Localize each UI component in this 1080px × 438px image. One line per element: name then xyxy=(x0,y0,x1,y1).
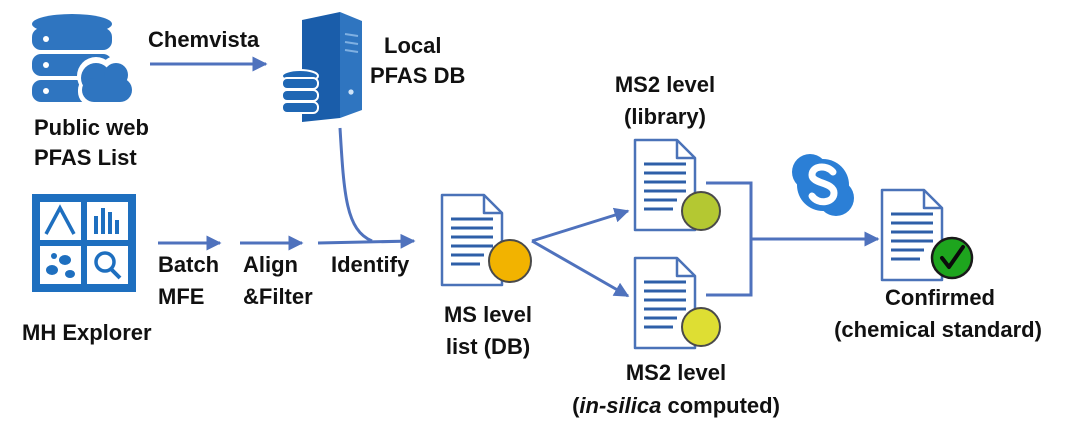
ms2-insilica-open-paren: ( xyxy=(572,393,580,418)
ms2-library-dot xyxy=(681,191,721,231)
ms-level-document-icon xyxy=(440,193,532,287)
local-db-label-line1: Local xyxy=(384,33,442,58)
ms2-library-label-line1: MS2 level xyxy=(614,72,716,97)
ms2-insilica-dot xyxy=(681,307,721,347)
chemvista-label: Chemvista xyxy=(148,27,260,52)
skype-icon xyxy=(792,154,854,216)
identify-label: Identify xyxy=(331,252,410,277)
identify-arrow xyxy=(317,233,416,249)
ms2-insilica-label-line2: (in-silica computed) xyxy=(546,391,806,421)
mh-explorer-label: MH Explorer xyxy=(22,320,152,345)
to-ms2-insilica-arrow xyxy=(531,239,630,298)
connectors xyxy=(150,56,880,298)
ms2-library-document-icon xyxy=(633,138,721,232)
confirmed-label-line1: Confirmed xyxy=(885,285,995,310)
confirmed-label-line2: (chemical standard) xyxy=(834,317,1042,342)
ms-level-label-line2: list (DB) xyxy=(445,334,531,359)
public-web-label-line2: PFAS List xyxy=(34,145,137,170)
server-database-icon xyxy=(281,12,362,122)
public-web-label-line1: Public web xyxy=(34,115,149,140)
batch-label-line1: Batch xyxy=(158,252,220,277)
batch-label-line2: MFE xyxy=(158,284,205,309)
ms-level-dot xyxy=(488,239,532,283)
confirmed-document-icon xyxy=(880,188,974,282)
ms2-library-label-line2: (library) xyxy=(624,104,706,129)
ms-level-label-line1: MS level xyxy=(443,302,533,327)
ms2-insilica-italic-text: in-silica xyxy=(579,393,662,418)
align-label-line2: &Filter xyxy=(243,284,313,309)
local-db-curve xyxy=(338,127,373,243)
ms2-insilica-document-icon xyxy=(633,256,721,350)
to-ms2-library-arrow xyxy=(531,207,630,243)
database-cloud-icon xyxy=(32,14,136,106)
ms2-insilica-rest-text: computed) xyxy=(661,393,780,418)
ms2-insilica-label-line1: MS2 level xyxy=(625,360,727,385)
local-db-label-line2: PFAS DB xyxy=(370,63,466,88)
mh-explorer-app-icon xyxy=(32,194,136,292)
checkmark-icon xyxy=(930,236,974,280)
align-label-line1: Align xyxy=(243,252,298,277)
